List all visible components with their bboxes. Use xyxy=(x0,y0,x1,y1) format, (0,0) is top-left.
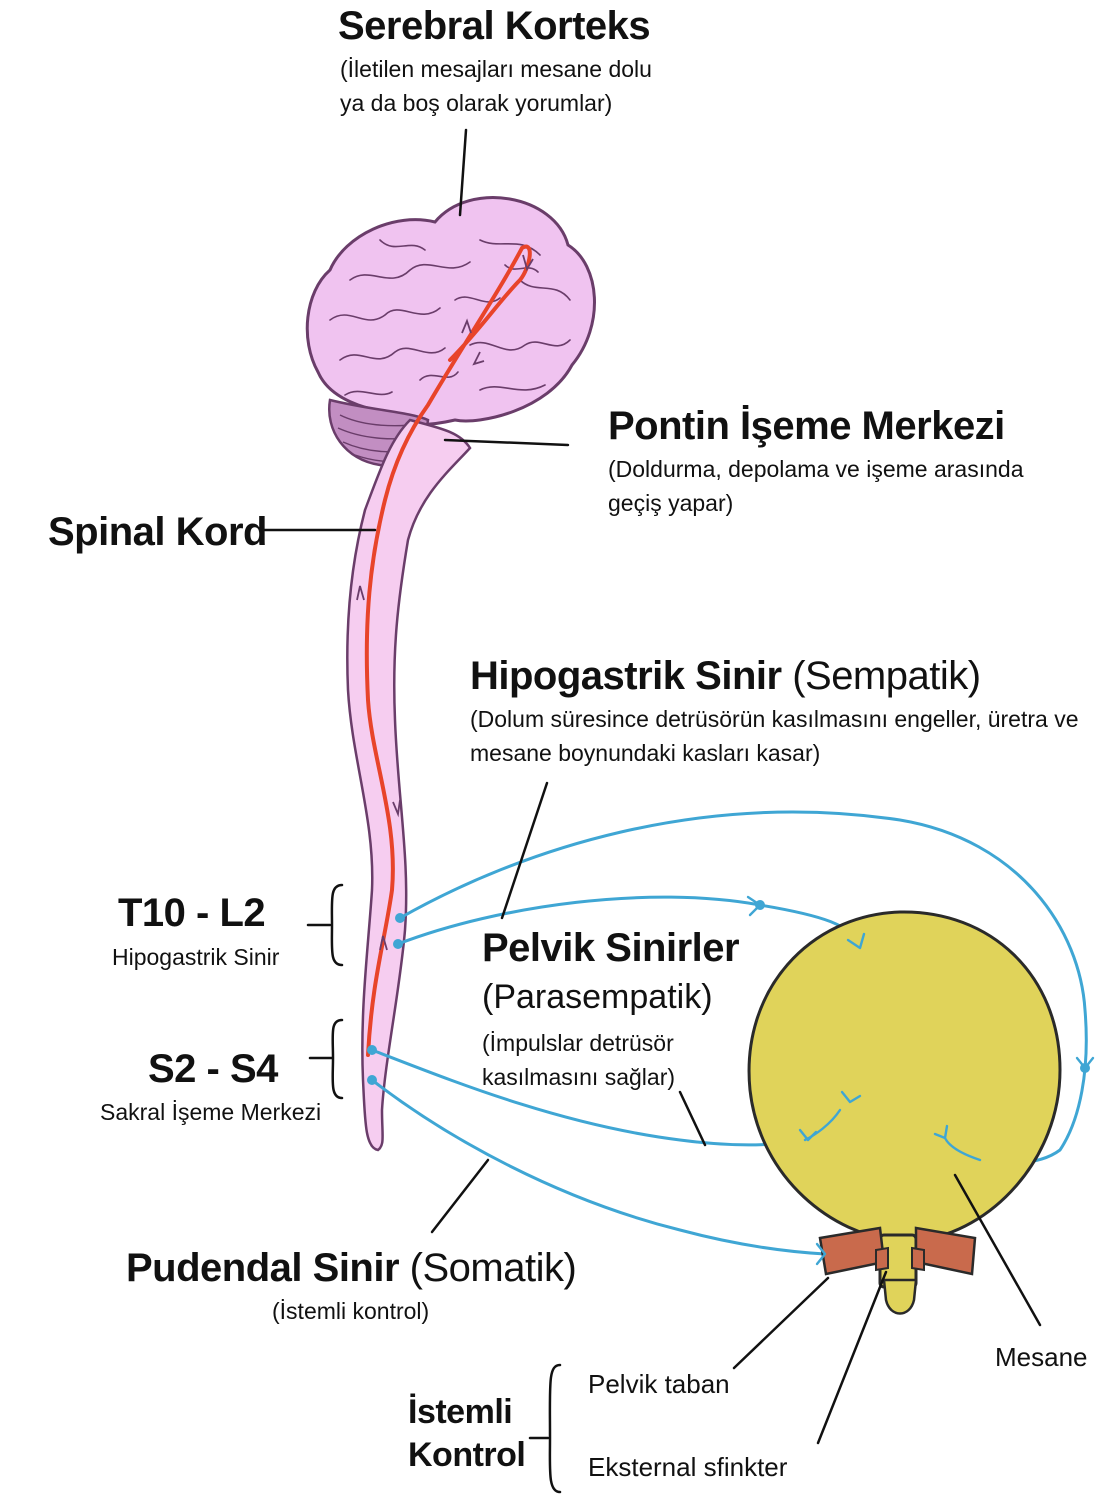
voluntary-control-line-2: Kontrol xyxy=(408,1436,525,1475)
pelvic-floor-leader xyxy=(734,1278,828,1368)
pudendal-name: Pudendal Sinir xyxy=(126,1246,399,1290)
hypogastric-desc-line-2: mesane boynundaki kasları kasar) xyxy=(470,736,820,770)
pontine-desc-line-1: (Doldurma, depolama ve işeme arasında xyxy=(608,452,1023,486)
hypogastric-desc-line-1: (Dolum süresince detrüsörün kasılmasını … xyxy=(470,702,1079,736)
cerebrum xyxy=(307,198,594,425)
pudendal-leader xyxy=(432,1160,488,1232)
hypogastric-name: Hipogastrik Sinir xyxy=(470,654,782,698)
hypogastric-title: Hipogastrik Sinir (Sempatik) xyxy=(470,653,981,699)
pontine-desc-line-2: geçiş yapar) xyxy=(608,486,733,520)
pelvic-desc-line-2: kasılmasını sağlar) xyxy=(482,1060,675,1094)
pelvic-floor-muscle-left xyxy=(820,1228,884,1274)
sphincter-leader xyxy=(818,1272,886,1443)
hypogastric-leader xyxy=(502,783,547,918)
voluntary-control-bracket xyxy=(530,1365,560,1492)
cortex-desc-line-1: (İletilen mesajları mesane dolu xyxy=(340,52,652,86)
s2-s4-subtitle: Sakral İşeme Merkezi xyxy=(100,1095,321,1129)
pelvic-nerves-title: Pelvik Sinirler xyxy=(482,925,739,971)
hypogastric-qualifier: (Sempatik) xyxy=(792,654,980,698)
pelvic-floor-label: Pelvik taban xyxy=(588,1370,730,1400)
s2-s4-bracket xyxy=(310,1020,342,1098)
brain-illustration xyxy=(307,198,594,466)
bladder-label: Mesane xyxy=(995,1343,1088,1373)
pudendal-title: Pudendal Sinir (Somatik) xyxy=(126,1245,576,1291)
pontine-title: Pontin İşeme Merkezi xyxy=(608,403,1005,449)
voluntary-control-line-1: İstemli xyxy=(408,1393,512,1432)
bladder-body xyxy=(749,912,1060,1240)
pelvic-nerves-qualifier: (Parasempatik) xyxy=(482,978,713,1017)
cortex-desc-line-2: ya da boş olarak yorumlar) xyxy=(340,86,612,120)
external-sphincter-label: Eksternal sfinkter xyxy=(588,1453,787,1483)
spinal-cord-title: Spinal Kord xyxy=(48,509,267,555)
pelvic-leader xyxy=(680,1092,705,1145)
pudendal-desc: (İstemli kontrol) xyxy=(272,1294,429,1328)
s2-s4-title: S2 - S4 xyxy=(148,1046,278,1092)
t10-l2-subtitle: Hipogastrik Sinir xyxy=(112,940,279,974)
urethra xyxy=(884,1280,916,1314)
pelvic-desc-line-1: (İmpulslar detrüsör xyxy=(482,1026,674,1060)
pudendal-qualifier: (Somatik) xyxy=(410,1246,577,1290)
t10-l2-title: T10 - L2 xyxy=(118,890,265,936)
t10-l2-bracket xyxy=(308,885,342,965)
cortex-title: Serebral Korteks xyxy=(338,3,650,49)
